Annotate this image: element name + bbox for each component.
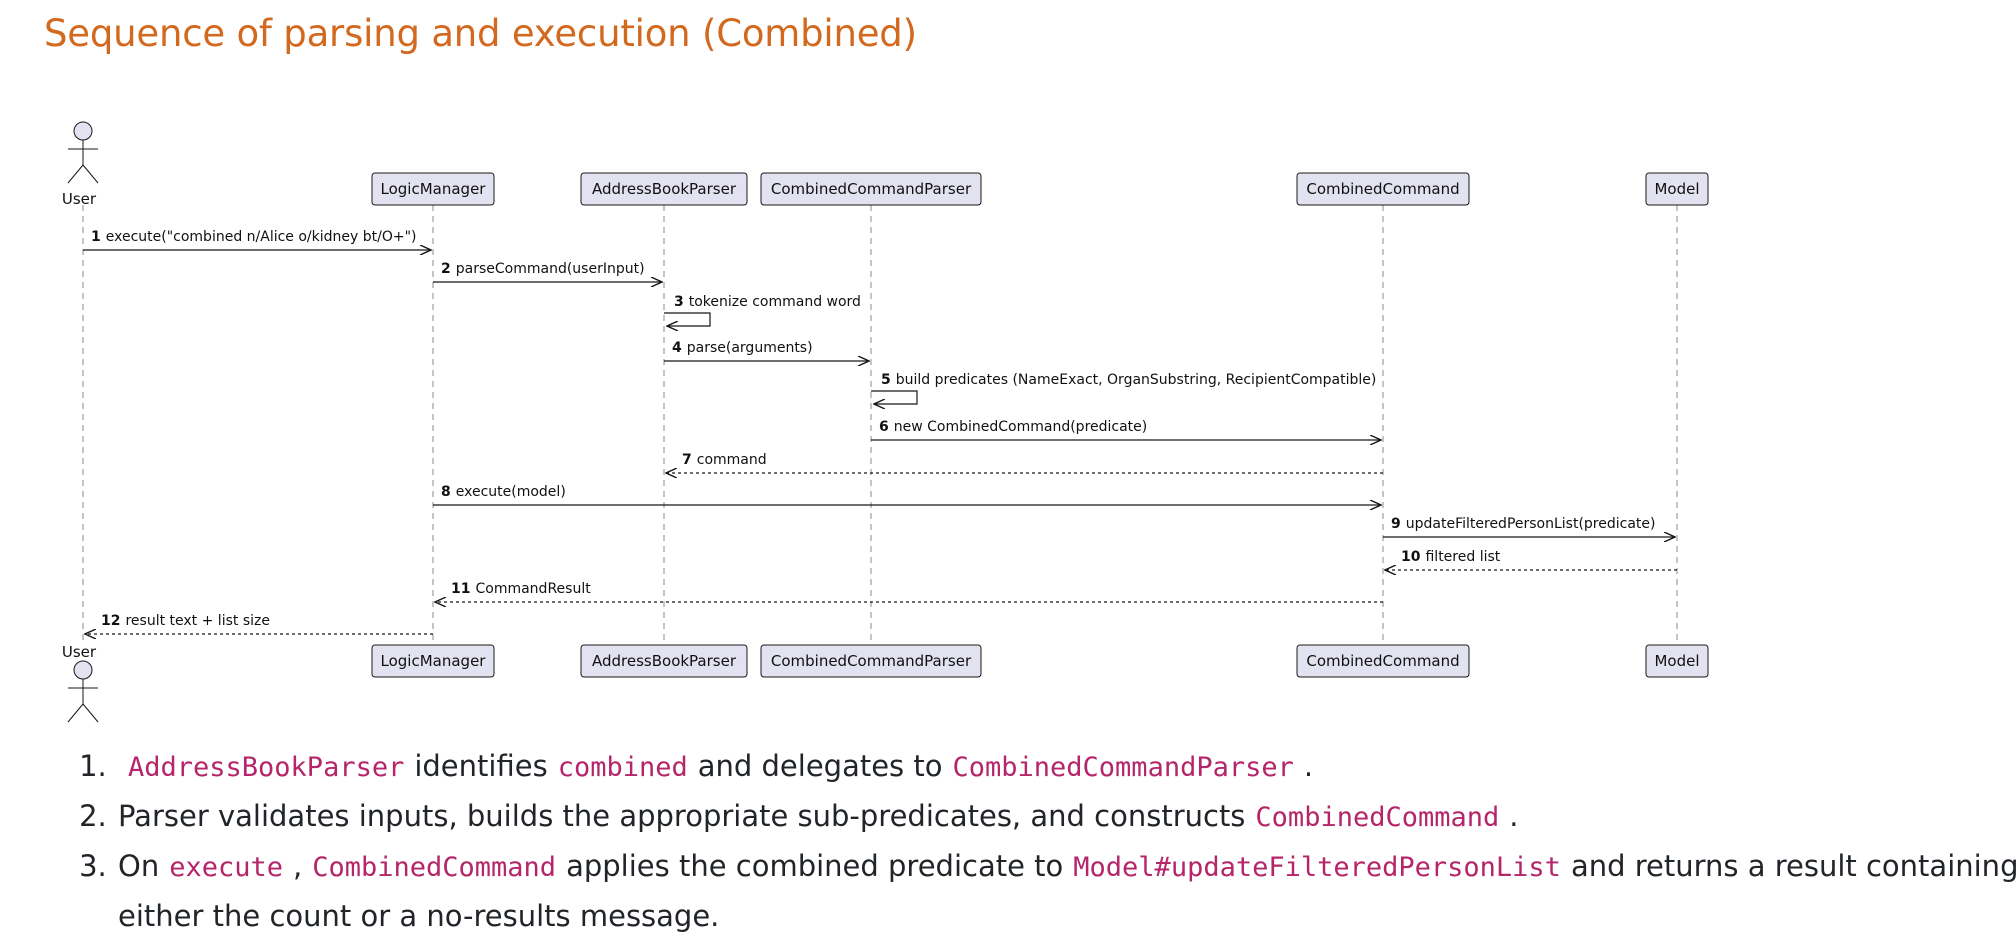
message-label: 5 build predicates (NameExact, OrganSubst… — [881, 372, 1376, 388]
explanation-item: On execute, CombinedCommand applies the com… — [116, 842, 2016, 940]
message-number: 6 — [879, 419, 889, 435]
message-number: 9 — [1391, 516, 1401, 532]
participant-cc-top: CombinedCommand — [1296, 172, 1470, 206]
message-label: 6 new CombinedCommand(predicate) — [879, 419, 1147, 435]
message-arrow — [871, 390, 918, 404]
explanation-item: Parser validates inputs, builds the appr… — [116, 792, 2016, 842]
message-9: 9 updateFilteredPersonList(predicate) — [1383, 516, 1675, 537]
message-text: CommandResult — [475, 581, 591, 597]
message-number: 12 — [101, 613, 120, 629]
inline-code: combined — [557, 752, 688, 783]
message-text: result text + list size — [125, 613, 269, 629]
participant-lm-bottom: LogicManager — [371, 644, 495, 678]
message-label: 9 updateFilteredPersonList(predicate) — [1391, 516, 1656, 532]
participant-label: AddressBookParser — [592, 652, 737, 670]
explanation-text: . — [1509, 799, 1519, 833]
message-label: 3 tokenize command word — [674, 294, 861, 310]
participant-label: LogicManager — [381, 652, 487, 670]
participant-label: AddressBookParser — [592, 180, 737, 198]
participant-label: User — [62, 190, 97, 208]
message-1: 1 execute("combined n/Alice o/kidney bt/O… — [83, 229, 431, 250]
participant-model-top: Model — [1645, 172, 1709, 206]
message-text: command — [697, 452, 767, 468]
message-text: tokenize command word — [689, 294, 861, 310]
explanation-list: AddressBookParser identifies combined and d… — [80, 742, 2016, 940]
message-3: 3 tokenize command word — [664, 294, 861, 326]
inline-code: Model#updateFilteredPersonList — [1073, 852, 1561, 883]
explanation-text: and delegates to — [697, 749, 943, 783]
message-number: 5 — [881, 372, 891, 388]
actor-head-icon — [73, 121, 93, 141]
message-label: 4 parse(arguments) — [672, 340, 813, 356]
message-label: 11 CommandResult — [451, 581, 591, 597]
participant-abp-bottom: AddressBookParser — [580, 644, 748, 678]
message-label: 2 parseCommand(userInput) — [441, 261, 645, 277]
message-number: 3 — [674, 294, 684, 310]
message-text: filtered list — [1425, 549, 1500, 565]
message-5: 5 build predicates (NameExact, OrganSubst… — [871, 372, 1376, 404]
message-label: 7 command — [682, 452, 767, 468]
participant-label: CombinedCommand — [1306, 652, 1459, 670]
participant-label: CombinedCommand — [1306, 180, 1459, 198]
explanation-text: Parser validates inputs, builds the appr… — [118, 799, 1246, 833]
inline-code: AddressBookParser — [128, 752, 405, 783]
participant-abp-top: AddressBookParser — [580, 172, 748, 206]
participant-model-bottom: Model — [1645, 644, 1709, 678]
message-text: parseCommand(userInput) — [456, 261, 645, 277]
message-8: 8 execute(model) — [433, 484, 1381, 505]
explanation-text: identifies — [414, 749, 548, 783]
participant-ccp-top: CombinedCommandParser — [760, 172, 982, 206]
explanation-text: , — [293, 849, 303, 883]
participant-user-bottom: User — [62, 643, 99, 723]
participant-lm-top: LogicManager — [371, 172, 495, 206]
message-text: parse(arguments) — [687, 340, 813, 356]
message-number: 11 — [451, 581, 470, 597]
message-7: 7 command — [666, 452, 1383, 473]
explanation-text: applies the combined predicate to — [566, 849, 1064, 883]
actor-head-icon — [73, 660, 93, 680]
participant-ccp-bottom: CombinedCommandParser — [760, 644, 982, 678]
participant-user-top: User — [62, 121, 99, 208]
message-text: execute("combined n/Alice o/kidney bt/O+… — [106, 229, 417, 245]
message-label: 12 result text + list size — [101, 613, 270, 629]
message-11: 11 CommandResult — [435, 581, 1383, 602]
message-number: 10 — [1401, 549, 1421, 565]
message-number: 2 — [441, 261, 451, 277]
message-4: 4 parse(arguments) — [664, 340, 869, 361]
inline-code: CombinedCommand — [1255, 802, 1500, 833]
message-text: new CombinedCommand(predicate) — [894, 419, 1148, 435]
message-label: 8 execute(model) — [441, 484, 566, 500]
message-number: 8 — [441, 484, 451, 500]
explanation-item: AddressBookParser identifies combined and d… — [116, 742, 2016, 792]
participant-label: LogicManager — [381, 180, 487, 198]
participant-label: Model — [1654, 180, 1699, 198]
message-number: 1 — [91, 229, 101, 245]
message-6: 6 new CombinedCommand(predicate) — [871, 419, 1381, 440]
explanation-text: and returns a result containing either t… — [118, 849, 2016, 933]
message-number: 7 — [682, 452, 692, 468]
message-text: updateFilteredPersonList(predicate) — [1406, 516, 1656, 532]
message-number: 4 — [672, 340, 682, 356]
message-12: 12 result text + list size — [85, 613, 433, 634]
explanation-text: . — [1303, 749, 1314, 783]
explanation-text: On — [118, 849, 160, 883]
sequence-diagram: UserUserLogicManagerLogicManagerAddressB… — [62, 121, 1709, 723]
message-label: 1 execute("combined n/Alice o/kidney bt/O… — [91, 229, 417, 245]
page-title: Sequence of parsing and execution (Combi… — [44, 12, 917, 55]
inline-code: execute — [169, 852, 284, 883]
participant-label: User — [62, 643, 97, 661]
participant-cc-bottom: CombinedCommand — [1296, 644, 1470, 678]
message-arrow — [664, 312, 711, 326]
participant-label: Model — [1654, 652, 1699, 670]
participant-label: CombinedCommandParser — [771, 180, 972, 198]
message-2: 2 parseCommand(userInput) — [433, 261, 662, 282]
message-text: execute(model) — [456, 484, 566, 500]
inline-code: CombinedCommandParser — [952, 752, 1294, 783]
message-text: build predicates (NameExact, OrganSubstr… — [896, 372, 1377, 388]
inline-code: CombinedCommand — [312, 852, 557, 883]
participant-label: CombinedCommandParser — [771, 652, 972, 670]
